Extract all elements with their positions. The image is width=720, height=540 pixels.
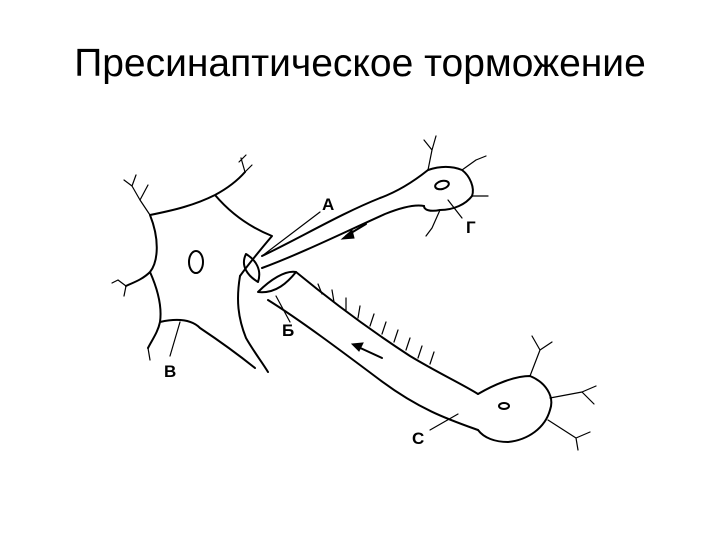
label-b: Б bbox=[282, 321, 294, 340]
label-g: Г bbox=[466, 218, 476, 237]
neuron-v bbox=[111, 154, 273, 369]
neuron-g-nucleus bbox=[434, 179, 450, 191]
label-s: С bbox=[412, 429, 424, 448]
label-a: А bbox=[322, 195, 334, 214]
pointer-b bbox=[275, 295, 291, 323]
pointer-a bbox=[261, 211, 321, 257]
neuron-s-body bbox=[477, 375, 553, 443]
arrow-s bbox=[350, 342, 383, 359]
neuron-v-body bbox=[125, 171, 273, 369]
neuron-v-nucleus bbox=[188, 250, 204, 274]
neuron-g bbox=[261, 135, 489, 269]
slide-title: Пресинаптическое торможение bbox=[74, 42, 646, 85]
neuron-s bbox=[267, 271, 597, 451]
neuron-s-nucleus bbox=[498, 402, 510, 410]
neuron-g-body bbox=[423, 166, 474, 212]
label-v: В bbox=[164, 362, 176, 381]
arrow-a bbox=[340, 223, 367, 240]
dendritic-spines bbox=[317, 283, 435, 365]
